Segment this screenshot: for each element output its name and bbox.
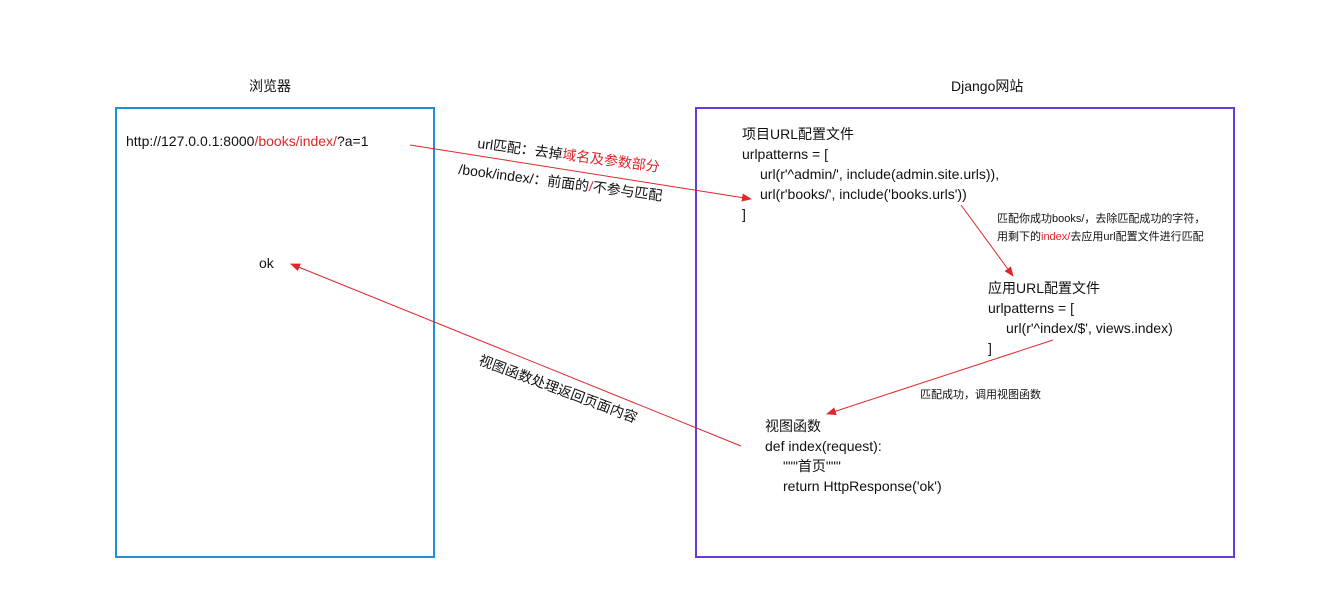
arrow-app-to-view [826,339,1054,416]
project-conf-line: url(r'^admin/', include(admin.site.urls)… [760,166,1000,182]
view-func-line: def index(request): [765,438,882,454]
project-conf-line: ] [742,206,746,222]
django-site-title: Django网站 [951,78,1024,94]
app-conf-line: urlpatterns = [ [988,300,1074,316]
url-query: ?a=1 [336,133,369,149]
books-match-line1: 匹配你成功books/，去除匹配成功的字符， [997,213,1206,225]
view-func-line: return HttpResponse('ok') [783,478,942,494]
note-highlight: index/ [1041,231,1071,243]
app-conf-line: url(r'^index/$', views.index) [1006,320,1173,336]
note-text: 去应用url配置文件进行匹配 [1070,231,1204,243]
view-function: 视图函数 def index(request): """首页""" return… [765,416,942,496]
books-match-note: 匹配你成功books/，去除匹配成功的字符， 用剩下的index/去应用url配… [997,210,1205,246]
arrow-view-to-browser [290,263,742,447]
books-match-line2: 用剩下的index/去应用url配置文件进行匹配 [997,228,1205,246]
browser-title: 浏览器 [249,78,291,94]
app-conf-line: ] [988,340,992,356]
arrow-url-to-project [409,144,752,202]
project-conf-title: 项目URL配置文件 [742,126,855,142]
browser-response: ok [259,255,274,271]
project-conf-line: url(r'books/', include('books.urls')) [760,186,967,202]
view-func-line: """首页""" [783,458,841,474]
browser-box [115,107,435,558]
url-path: /books/index/ [254,133,337,149]
note-text: 用剩下的 [997,231,1041,243]
view-func-title: 视图函数 [765,418,821,434]
app-url-conf: 应用URL配置文件 urlpatterns = [ url(r'^index/$… [988,278,1173,358]
django-site-box [695,107,1235,558]
url-host: http://127.0.0.1:8000 [126,133,255,149]
app-conf-title: 应用URL配置文件 [988,280,1101,296]
project-url-conf: 项目URL配置文件 urlpatterns = [ url(r'^admin/'… [742,124,999,224]
browser-url: http://127.0.0.1:8000/books/index/?a=1 [126,133,369,149]
project-conf-line: urlpatterns = [ [742,146,828,162]
match-success-note: 匹配成功，调用视图函数 [920,389,1041,401]
arrow-project-to-app [960,204,1014,277]
